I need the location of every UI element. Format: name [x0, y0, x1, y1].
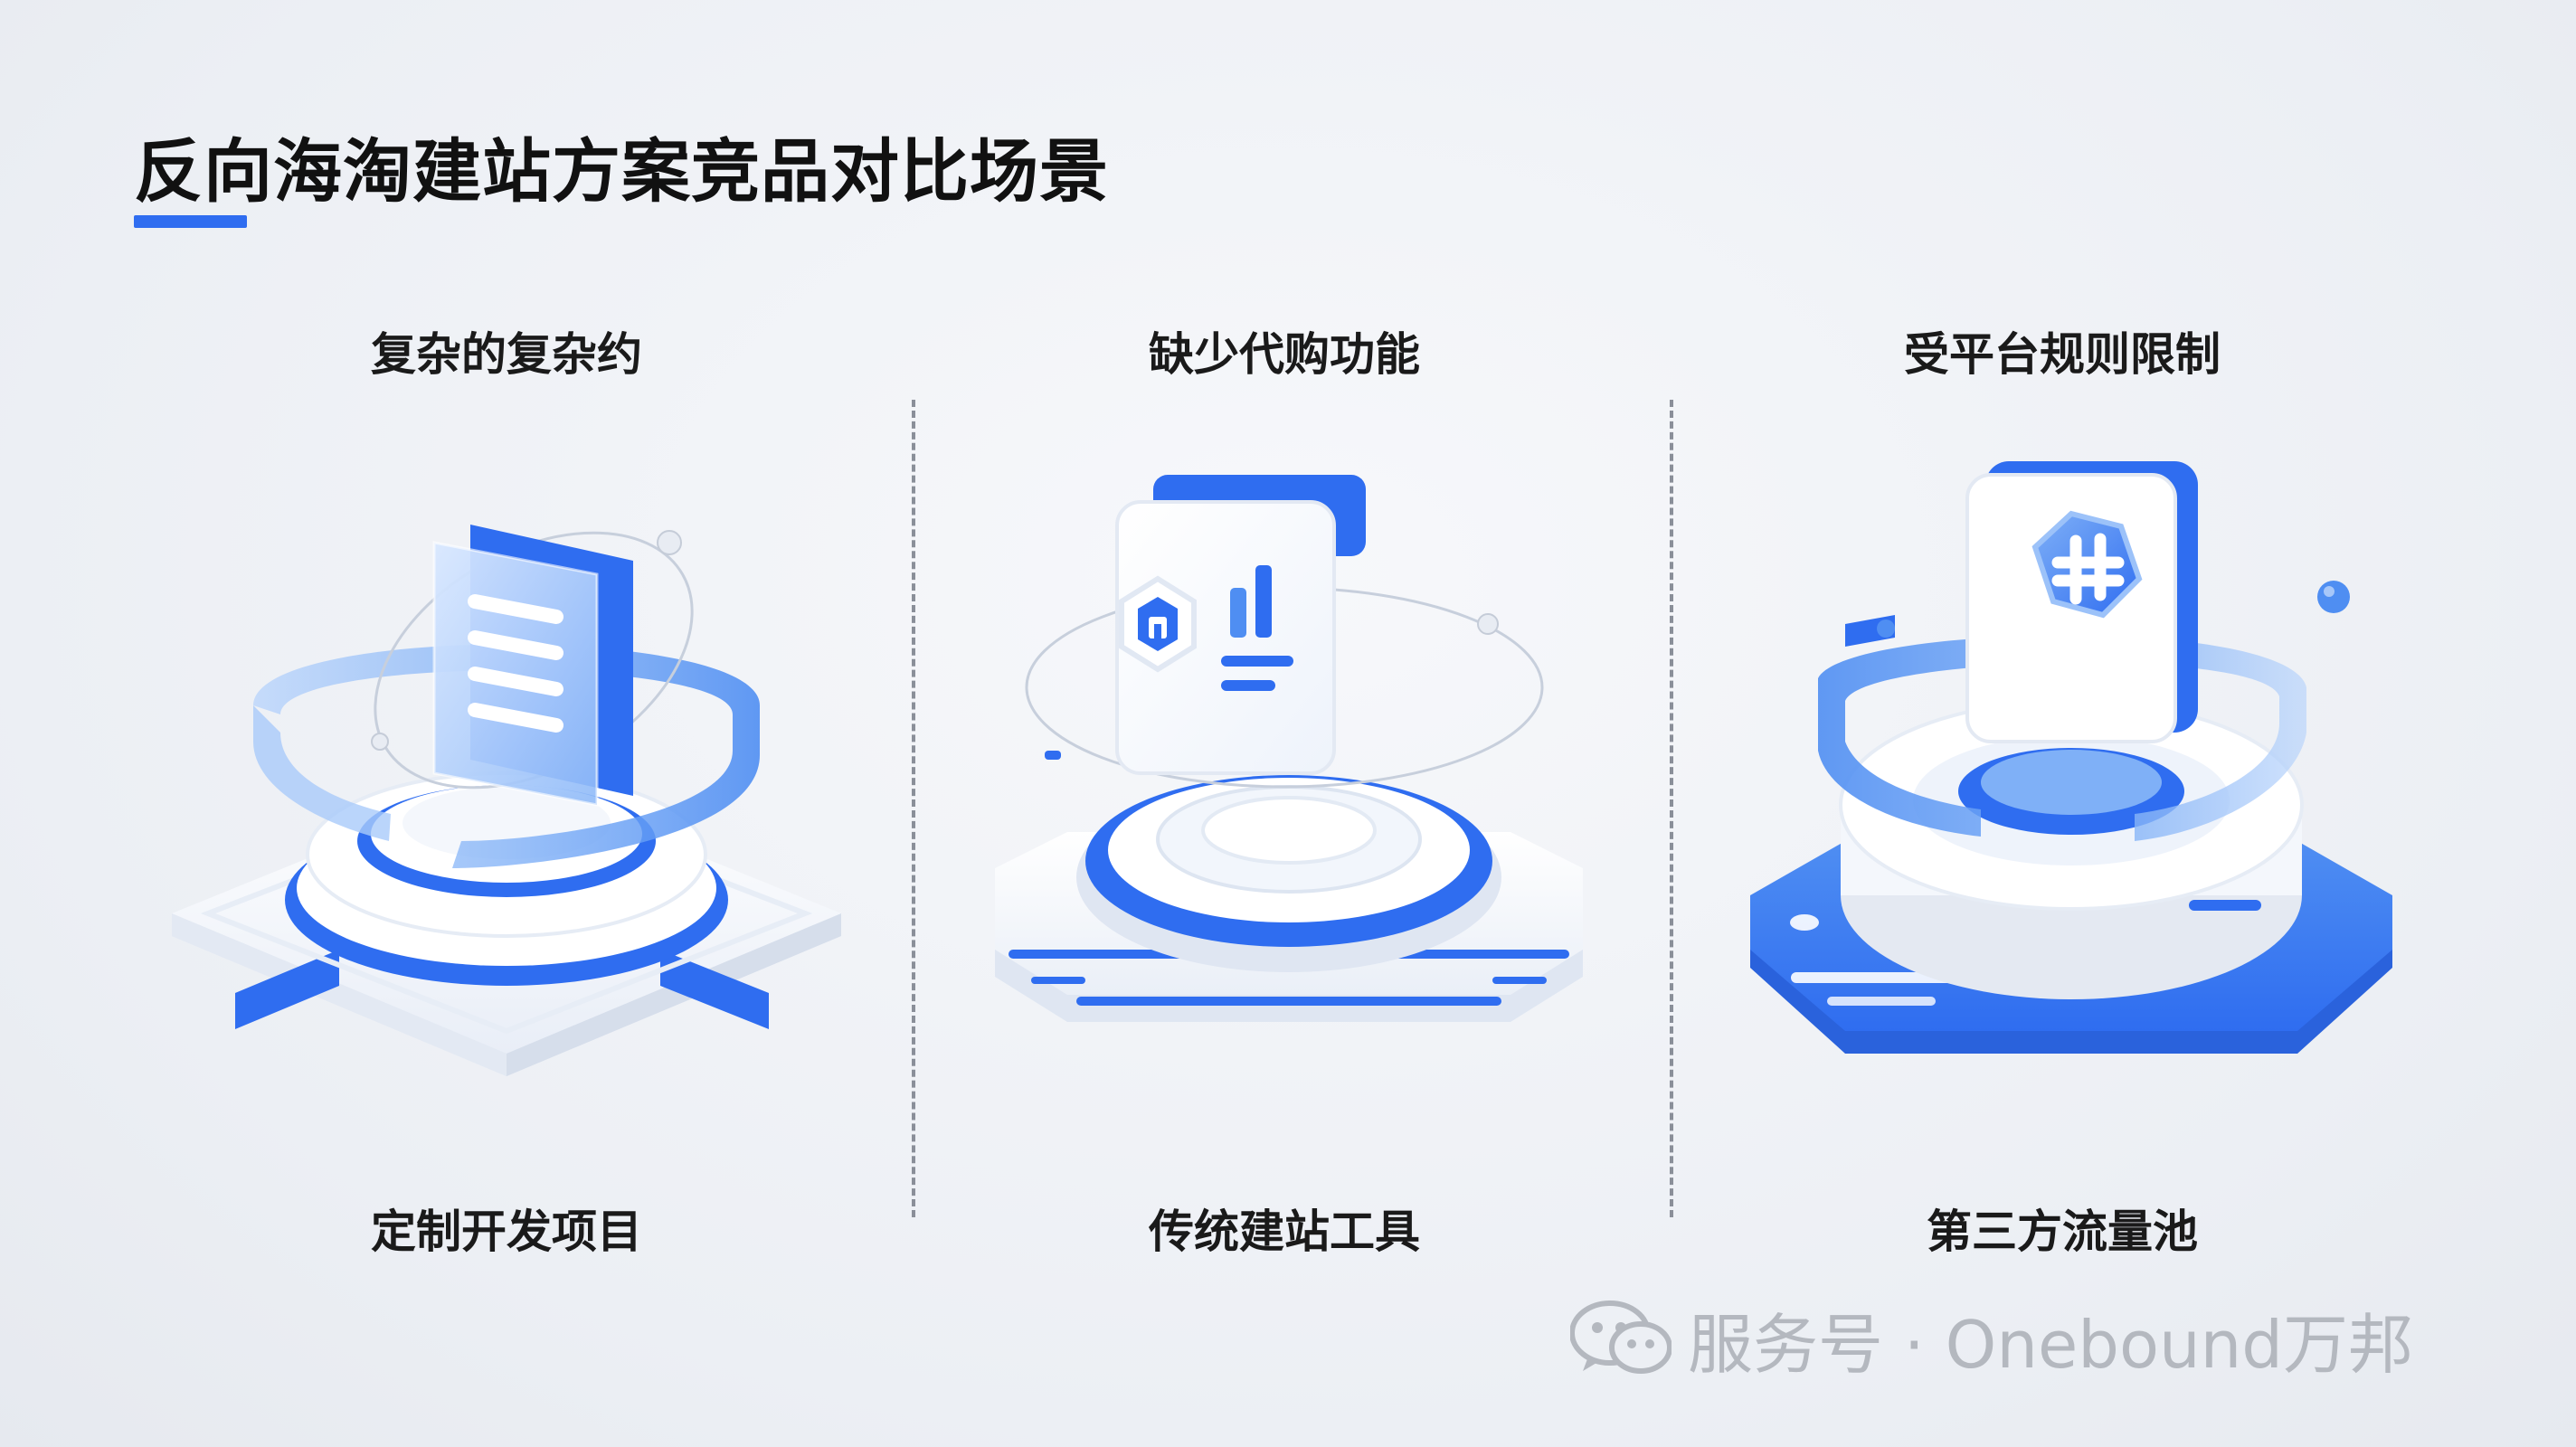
column-2-bottom-label: 传统建站工具: [1149, 1206, 1420, 1257]
wechat-icon: [1570, 1300, 1672, 1374]
document-ring-icon: [172, 525, 841, 1076]
column-2-top-label: 缺少代购功能: [1149, 329, 1420, 380]
column-custom-dev: 复杂的复杂约: [136, 0, 877, 1447]
column-divider: [1670, 400, 1673, 1217]
column-1-bottom-label: 定制开发项目: [371, 1206, 642, 1257]
column-traffic-pool: 受平台规则限制: [1691, 0, 2433, 1447]
column-3-top-label: 受平台规则限制: [1904, 329, 2221, 380]
store-chart-icon: [995, 475, 1583, 1022]
watermark-text: 服务号 · Onebound万邦: [1688, 1306, 2413, 1383]
column-divider: [912, 400, 915, 1217]
column-1-top-label: 复杂的复杂约: [371, 329, 642, 380]
title-underline: [134, 215, 247, 228]
column-3-bottom-label: 第三方流量池: [1927, 1206, 2198, 1257]
page-title: 反向海淘建站方案竞品对比场景: [134, 134, 1109, 211]
column-site-builder: 缺少代购功能 传统建站工具: [914, 0, 1655, 1447]
watermark: 服务号 · Onebound万邦: [1570, 1300, 2413, 1383]
hexagon-plus-icon: [1750, 461, 2392, 1054]
